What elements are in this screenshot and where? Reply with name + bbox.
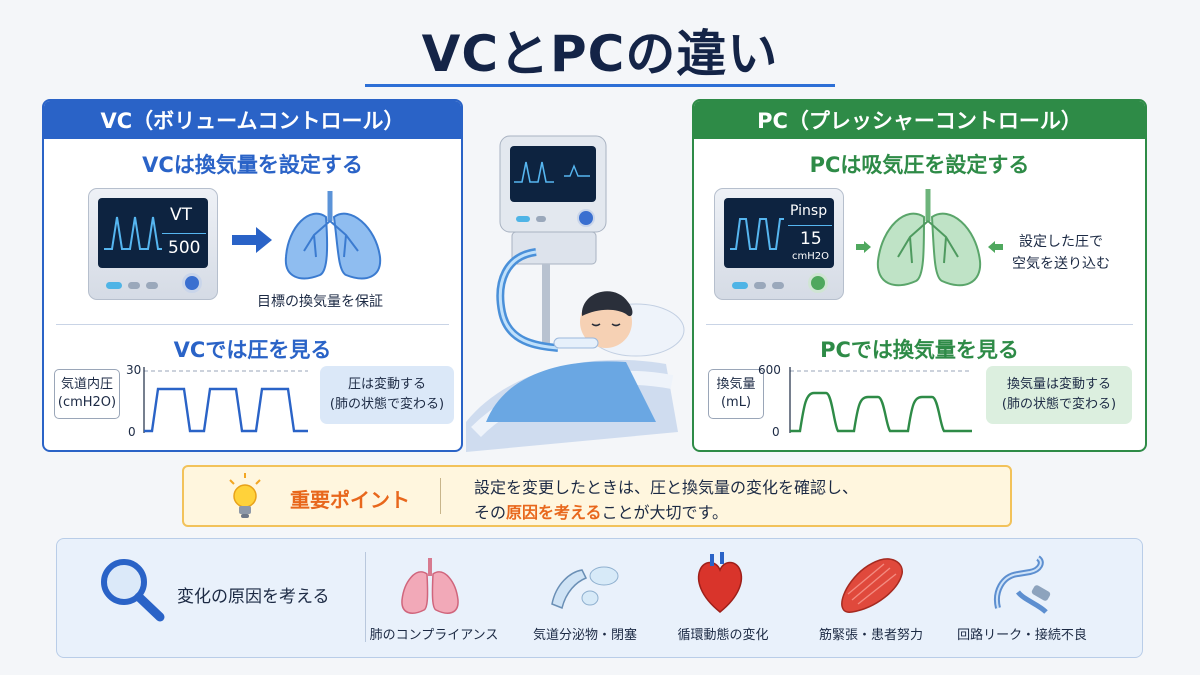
pc-graph-ymax: 600 (758, 363, 781, 377)
cause-label: 回路リーク・接続不良 (957, 628, 1087, 643)
important-highlight: 原因を考える (506, 503, 602, 522)
pc-volume-graph (789, 367, 972, 433)
important-point-label: 重要ポイント (290, 488, 410, 512)
pressure-waveform-icon (104, 216, 162, 250)
magnifier-icon (101, 559, 165, 622)
pc-bubble: 換気量は変動する (肺の状態で変わる) (986, 366, 1132, 424)
pc-graph-ylabel-line2: (mL) (720, 395, 752, 410)
lungs-icon (876, 189, 982, 287)
arrow-left-icon (988, 241, 1003, 253)
pc-bubble-line1: 換気量は変動する (1006, 377, 1111, 392)
cause-label: 筋緊張・患者努力 (818, 628, 923, 643)
vc-monitor-value: 500 (168, 238, 201, 258)
light-bulb-icon (229, 473, 261, 518)
vc-pressure-graph (143, 367, 308, 433)
vc-bubble: 圧は変動する (肺の状態で変わる) (320, 366, 454, 424)
pc-panel: PC（プレッシャーコントロール） PCは吸気圧を設定する Pinsp 15 cm… (692, 99, 1147, 452)
vc-graph-ymax: 30 (126, 363, 142, 377)
vc-monitor-label: VT (170, 205, 193, 225)
pc-graph-ylabel-line1: 換気量 (716, 377, 756, 392)
pc-panel-header: PC（プレッシャーコントロール） (694, 101, 1145, 139)
pc-graph-ymin: 0 (772, 425, 780, 439)
causes-divider (365, 552, 366, 642)
pc-monitor-value: 15 (800, 229, 822, 249)
vc-bubble-line1: 圧は変動する (347, 377, 426, 392)
title-underline (365, 84, 835, 87)
pc-push-text-1: 設定した圧で (1019, 234, 1103, 250)
pc-push-text-2: 空気を送り込む (1012, 256, 1110, 272)
pc-setting-heading: PCは吸気圧を設定する (809, 153, 1030, 177)
page-title: VCとPCの違い (421, 25, 779, 83)
vc-graph-ymin: 0 (128, 425, 136, 439)
cause-label: 循環動態の変化 (677, 628, 769, 643)
lungs-icon (401, 558, 459, 614)
cause-label: 気道分泌物・閉塞 (532, 628, 637, 643)
muscle-icon (841, 558, 903, 613)
airway-secretion-icon (551, 566, 619, 610)
heart-icon (697, 552, 743, 613)
vc-graph-ylabel-line2: (cmH2O) (57, 395, 117, 410)
vc-graph-ylabel: 気道内圧 (cmH2O) (54, 369, 120, 419)
important-line-2: その原因を考えることが大切です。 (474, 499, 728, 523)
pressure-waveform-icon (730, 218, 784, 250)
causes-box (56, 538, 1143, 658)
pc-graph-ylabel: 換気量 (mL) (708, 369, 764, 419)
patient-on-ventilator-illustration (466, 135, 685, 452)
vc-panel-header: VC（ボリュームコントロール） (44, 101, 461, 139)
vc-bubble-line2: (肺の状態で変わる) (329, 397, 445, 412)
pc-monitor-unit: cmH2O (792, 251, 829, 262)
arrow-right-icon (232, 227, 272, 253)
important-point-box (182, 465, 1012, 527)
vc-guarantee-text: 目標の換気量を保証 (257, 294, 383, 310)
pc-watch-heading: PCでは換気量を見る (820, 338, 1019, 362)
important-divider (440, 478, 441, 514)
important-line-1: 設定を変更したときは、圧と換気量の変化を確認し、 (474, 478, 859, 497)
important-line-2-pre: その (474, 503, 507, 522)
vc-panel: VC（ボリュームコントロール） VCは換気量を設定する VT 500 目標の換気… (42, 99, 463, 452)
vc-graph-ylabel-line1: 気道内圧 (60, 377, 113, 392)
vc-watch-heading: VCでは圧を見る (173, 338, 332, 362)
cause-label: 肺のコンプライアンス (369, 628, 499, 643)
circuit-tube-icon (994, 555, 1051, 614)
causes-title: 変化の原因を考える (177, 587, 330, 607)
important-line-2-post: ことが大切です。 (601, 503, 728, 522)
arrow-right-icon (856, 241, 871, 253)
vc-setting-heading: VCは換気量を設定する (142, 153, 363, 177)
lungs-icon (284, 191, 382, 280)
pc-bubble-line2: (肺の状態で変わる) (1001, 397, 1117, 412)
pc-monitor-label: Pinsp (790, 203, 828, 219)
